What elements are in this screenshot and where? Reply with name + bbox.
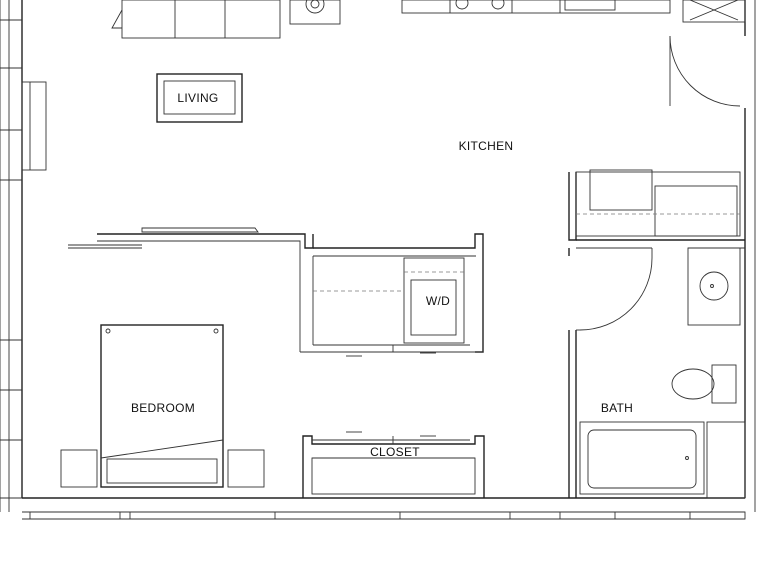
bath-walls [568,172,745,498]
bedroom-partition [68,227,314,352]
sofa [111,0,281,39]
water-heater [289,0,341,25]
nightstands [60,449,265,488]
room-label-bath: BATH [601,401,633,415]
bathtub [579,421,746,499]
bottom-neighbor-outline [29,511,746,520]
refrigerator [682,0,746,23]
tv-unit [21,81,47,171]
toilet [671,364,737,404]
room-label-washer-dryer: W/D [426,294,450,308]
wd-closet [300,233,484,357]
room-label-bedroom: BEDROOM [131,401,195,415]
room-label-closet: CLOSET [370,445,420,459]
room-label-kitchen: KITCHEN [459,139,514,153]
bed [100,324,224,488]
kitchen-counter-top [401,0,671,14]
entry-door [669,30,746,107]
room-label-living: LIVING [177,91,218,105]
exterior-walls [0,0,756,520]
vanity-sink [687,247,741,326]
closet [302,431,485,498]
kitchen-counter-lower [575,169,741,237]
living-label-box [156,73,243,123]
